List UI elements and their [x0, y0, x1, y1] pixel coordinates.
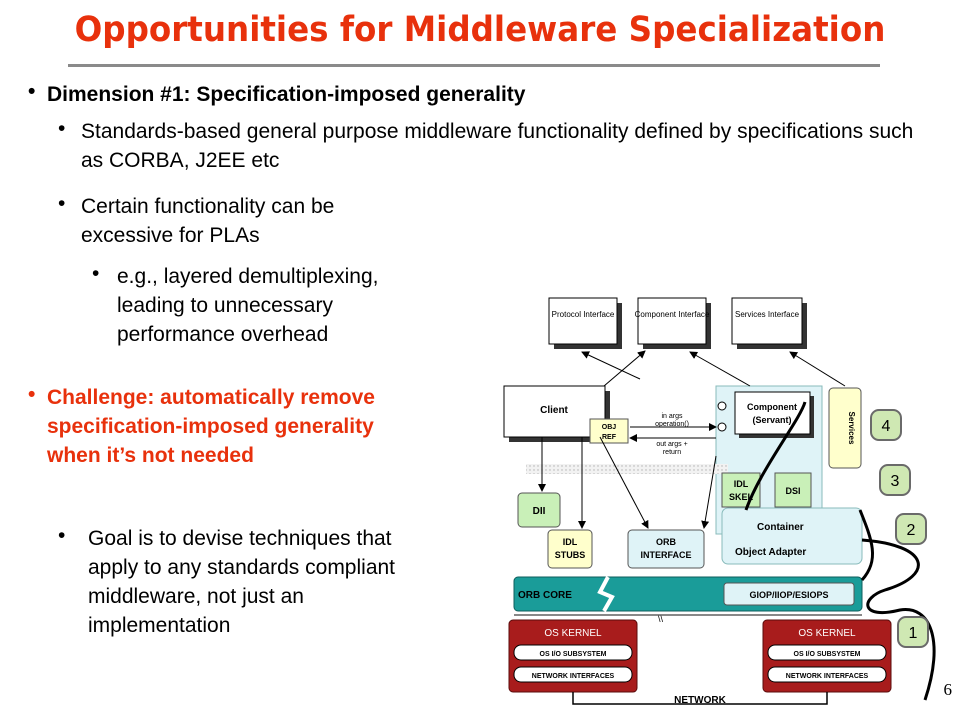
services-to-services-interface-arrow — [789, 351, 846, 387]
title-rule — [68, 64, 880, 67]
services-label: Services — [847, 412, 856, 445]
bullet-excessive-text: Certain functionality can be excessive f… — [81, 195, 335, 247]
obj-ref-box — [589, 418, 629, 444]
bullet-dot: • — [28, 80, 36, 103]
orb-core-label: ORB CORE — [518, 590, 572, 601]
component-servant-box: Component (Servant) — [734, 391, 814, 438]
component-interface-line1: Component Interface — [635, 310, 710, 319]
break-mark: \\ — [658, 614, 664, 624]
dotted-band — [526, 464, 728, 474]
services-box — [828, 387, 862, 469]
orb-interface-line1: ORB — [656, 537, 677, 547]
bullet-goal-text: Goal is to devise techniques that apply … — [88, 527, 396, 637]
dii-box — [517, 492, 561, 528]
idl-skel-line1: IDL — [734, 479, 749, 489]
object-adapter-region — [721, 507, 863, 565]
idl-stubs-box — [547, 529, 593, 569]
services-interface-box: Services Interface — [731, 297, 807, 349]
port-circle — [717, 401, 727, 411]
request-path-segment-low — [861, 538, 936, 701]
bullet-dot: • — [28, 383, 36, 406]
slide-title: Opportunities for Middleware Specializat… — [74, 10, 886, 50]
page-number: 6 — [943, 680, 953, 699]
bullet-challenge-text: Challenge: automatically remove specific… — [47, 386, 375, 467]
client-to-component-interface-arrow — [603, 350, 646, 387]
bullet-dimension: • Dimension #1: Specification-imposed ge… — [28, 80, 668, 109]
marker-4: 4 — [870, 409, 902, 441]
request-path-segment-top — [744, 401, 807, 511]
net-if-left-label: NETWORK INTERFACES — [532, 673, 615, 680]
marker-3-label: 3 — [891, 473, 900, 490]
to-protocol-interface-arrow — [581, 351, 641, 380]
bullet-dot: • — [92, 262, 100, 285]
component-line1: Component — [747, 402, 797, 412]
services-interface-line1: Services Interface — [735, 310, 800, 319]
giop-label: GIOP/IIOP/ESIOPS — [749, 590, 828, 600]
bullet-example-text: e.g., layered demultiplexing, leading to… — [117, 265, 379, 346]
bullet-dot: • — [58, 192, 66, 215]
in-args-label: in args — [661, 413, 683, 420]
marker-3: 3 — [879, 464, 911, 496]
protocol-interface-line1: Protocol Interface — [552, 310, 615, 319]
port-circle — [717, 422, 727, 432]
marker-1-label: 1 — [909, 625, 918, 642]
container-to-component-interface-arrow — [689, 351, 751, 387]
marker-1: 1 — [897, 616, 929, 648]
orb-interface-line2: INTERFACE — [640, 550, 691, 560]
client-label: Client — [540, 405, 568, 416]
bullet-challenge: • Challenge: automatically remove specif… — [28, 383, 378, 470]
object-adapter-label: Object Adapter — [735, 547, 806, 558]
orb-core-break — [597, 576, 615, 612]
operation-label: operation() — [655, 421, 689, 428]
bullet-goal: • Goal is to devise techniques that appl… — [58, 524, 398, 640]
component-interface-box: Component Interface — [635, 297, 711, 349]
bullet-standards: • Standards-based general purpose middle… — [58, 117, 918, 175]
marker-2: 2 — [895, 513, 927, 545]
network-link — [572, 692, 828, 705]
return-label: return — [663, 449, 681, 456]
idl-skel-line2: SKEL — [729, 492, 754, 502]
idl-stubs-line2: STUBS — [555, 550, 586, 560]
os-kernel-left-label: OS KERNEL — [544, 628, 602, 639]
os-io-left-label: OS I/O SUBSYSTEM — [540, 651, 607, 658]
idl-stubs-line1: IDL — [563, 537, 578, 547]
os-kernel-right-label: OS KERNEL — [798, 628, 856, 639]
bullet-standards-text: Standards-based general purpose middlewa… — [81, 120, 914, 172]
client-box: Client — [503, 385, 610, 442]
os-kernel-right: OS KERNEL OS I/O SUBSYSTEM NETWORK INTER… — [762, 619, 892, 693]
dii-label: DII — [533, 506, 546, 517]
os-kernel-left: OS KERNEL OS I/O SUBSYSTEM NETWORK INTER… — [508, 619, 638, 693]
container-to-orb-interface-arrow — [701, 455, 717, 529]
bullet-dot: • — [58, 524, 66, 547]
obj-ref-line1: OBJ — [602, 424, 617, 431]
net-if-right-label: NETWORK INTERFACES — [786, 673, 869, 680]
marker-4-label: 4 — [882, 418, 891, 435]
out-args-label: out args + — [656, 441, 687, 448]
marker-2-label: 2 — [907, 522, 916, 539]
request-path-segment-mid — [858, 509, 875, 582]
bullet-excessive: • Certain functionality can be excessive… — [58, 192, 428, 250]
os-io-right-label: OS I/O SUBSYSTEM — [794, 651, 861, 658]
dsi-box — [774, 472, 812, 508]
giop-box — [723, 582, 855, 606]
client-to-orb-interface-arrow — [599, 436, 649, 529]
network-label: NETWORK — [674, 695, 726, 706]
dsi-label: DSI — [785, 486, 800, 496]
bullet-dimension-text: Dimension #1: Specification-imposed gene… — [47, 83, 526, 106]
container-label: Container — [757, 522, 804, 533]
bullet-dot: • — [58, 117, 66, 140]
protocol-interface-box: Protocol Interface — [548, 297, 622, 349]
bullet-example: • e.g., layered demultiplexing, leading … — [92, 262, 412, 349]
obj-ref-line2: REF — [602, 434, 617, 441]
orb-interface-box — [627, 529, 705, 569]
component-line2: (Servant) — [752, 415, 791, 425]
